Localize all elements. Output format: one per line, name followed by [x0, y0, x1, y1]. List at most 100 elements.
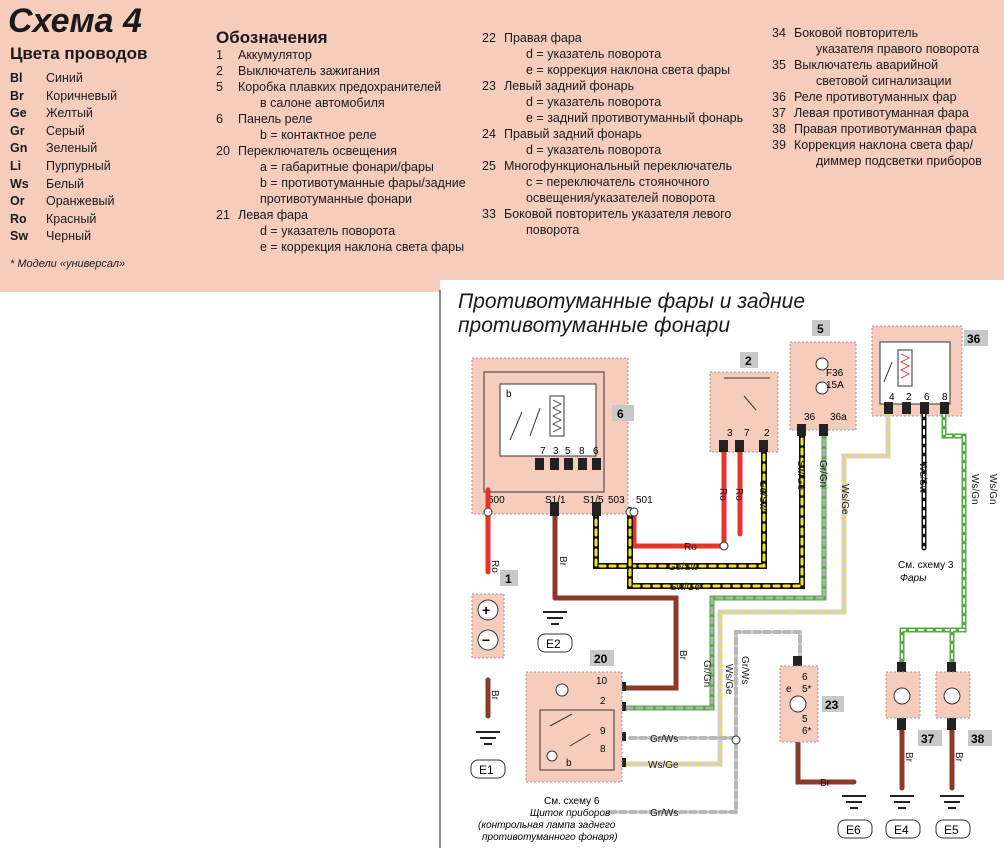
relay6-pin-501: 501 [636, 495, 653, 506]
legend-item-number: 21 [216, 208, 230, 222]
legend-item-number: 25 [482, 159, 496, 173]
wire-label-sw-ge-2: Sw/Ge [795, 460, 806, 490]
wire-color-code: Ro [10, 211, 27, 226]
legend-item-number: 24 [482, 127, 496, 141]
legend-item: диммер подсветки приборов [772, 153, 982, 169]
legend-item: 37 Левая противотуманная фара [772, 105, 982, 121]
wire-label-sw-ge-1: Sw/Ge [670, 582, 700, 593]
ground-e5: E5 [944, 823, 959, 837]
legend-item-number: 2 [216, 64, 223, 78]
wire-color-code: Br [10, 88, 24, 103]
wire-color-code: Sw [10, 229, 29, 244]
legend-item-text: Реле противотуманных фар [794, 90, 957, 104]
fusebox-pin-36: 36 [804, 412, 816, 423]
legend-item: d = указатель поворота [482, 94, 743, 110]
relay36-pin-2: 2 [906, 392, 912, 403]
legend-heading: Обозначения [216, 28, 328, 47]
ground-labels: E1 E2 E6 E4 E5 [470, 633, 971, 839]
component-label-6: 6 [617, 407, 624, 421]
switch20-pin-10: 10 [596, 676, 608, 687]
legend-item-text: Аккумулятор [238, 48, 312, 62]
legend-item-text: Боковой повторитель указателя левого [504, 207, 732, 221]
relay36-pin-8: 8 [942, 392, 948, 403]
legend-item-text: Правая фара [504, 31, 582, 45]
legend-item: поворота [482, 222, 743, 238]
legend-panel-tail [0, 280, 440, 292]
wire-color-name: Белый [46, 176, 85, 191]
wire-label-ws-sw: Ws/Sw [917, 462, 928, 494]
legend-item-text: Коробка плавких предохранителей [238, 80, 442, 94]
relay-b-label: b [506, 389, 512, 400]
wire-label-ws-ge-2: Ws/Ge [723, 664, 734, 695]
wire-label-ws-gn-1: Ws/Gn [969, 474, 980, 505]
light-switch-20: b 10 2 9 8 [525, 671, 623, 783]
legend-item-number: 36 [772, 90, 786, 104]
reference-note-scheme6: См. схему 6 Щиток приборов (контрольная … [478, 796, 618, 843]
fog-lamp-38 [935, 671, 971, 719]
ground-e6: E6 [846, 823, 861, 837]
switch20-pin-9: 9 [600, 726, 606, 737]
wire-label-br-6: Br [953, 752, 964, 763]
wire-color-name: Зеленый [46, 141, 98, 156]
component-label-box-6 [612, 405, 634, 421]
component-label-23: 23 [825, 698, 839, 712]
fusebox-pin-36a: 36a [830, 412, 847, 423]
legend-item-text: Переключатель освещения [238, 144, 397, 158]
legend-item: световой сигнализации [772, 73, 982, 89]
switch2-pin-3: 3 [727, 428, 733, 439]
relay6-pin-500: 500 [488, 495, 505, 506]
component-label-37: 37 [921, 732, 935, 746]
legend-item-text: Выключатель зажигания [238, 64, 380, 78]
legend-item-text: Выключатель аварийной [794, 58, 939, 72]
rear-fog-lamp-23: 6 5* e 5 6* [779, 665, 819, 743]
switch20-pin-8: 8 [600, 744, 606, 755]
lamp23-pin-6star: 6* [802, 726, 812, 737]
relay6-terminal-7: 7 [540, 446, 546, 457]
legend-item-number: 35 [772, 58, 786, 72]
legend-item-number: 5 [216, 80, 223, 94]
component-label-5: 5 [817, 322, 824, 336]
battery-1: + − [471, 593, 505, 659]
legend-item-text: Левая противотуманная фара [794, 106, 969, 120]
legend-item-number: 34 [772, 26, 786, 40]
component-label-1: 1 [505, 572, 512, 586]
legend-item: e = задний противотуманный фонарь [482, 110, 743, 126]
legend-item-text: Многофункциональный переключатель [504, 159, 733, 173]
relay6-pin-s1-1: S1/1 [545, 495, 566, 506]
component-label-38: 38 [971, 732, 985, 746]
component-label-20: 20 [594, 652, 608, 666]
wire-color-code: Li [10, 158, 22, 173]
legend-item-text: b = противотуманные фары/задние [260, 176, 466, 190]
legend-item: 5 Коробка плавких предохранителей [216, 79, 466, 95]
legend-item-text: Панель реле [238, 112, 313, 126]
page-title: Схема 4 [8, 2, 142, 40]
wire-label-gr-gn-2: Gr/Gn [701, 660, 712, 687]
wire-label-ro-2: Ro [684, 542, 697, 553]
switch2-pin-2: 2 [764, 428, 770, 439]
relay6-pin-503: 503 [608, 495, 625, 506]
switch20-pin-2: 2 [600, 696, 606, 707]
wire-label-br-5: Br [903, 752, 914, 763]
legend-item-text: d = указатель поворота [526, 47, 662, 61]
legend-item: освещения/указателей поворота [482, 190, 743, 206]
legend-item: c = переключатель стояночного [482, 174, 743, 190]
wire-label-ws-gn-2: Ws/Gn [987, 474, 998, 505]
legend-item-text: диммер подсветки приборов [816, 154, 982, 168]
wire-color-name: Оранжевый [46, 194, 115, 209]
legend-item-number: 39 [772, 138, 786, 152]
legend-panel [0, 0, 1004, 280]
legend-item: в салоне автомобиля [216, 95, 466, 111]
legend-item-number: 37 [772, 106, 786, 120]
foglight-relay-36: 4 2 6 8 [871, 325, 963, 417]
